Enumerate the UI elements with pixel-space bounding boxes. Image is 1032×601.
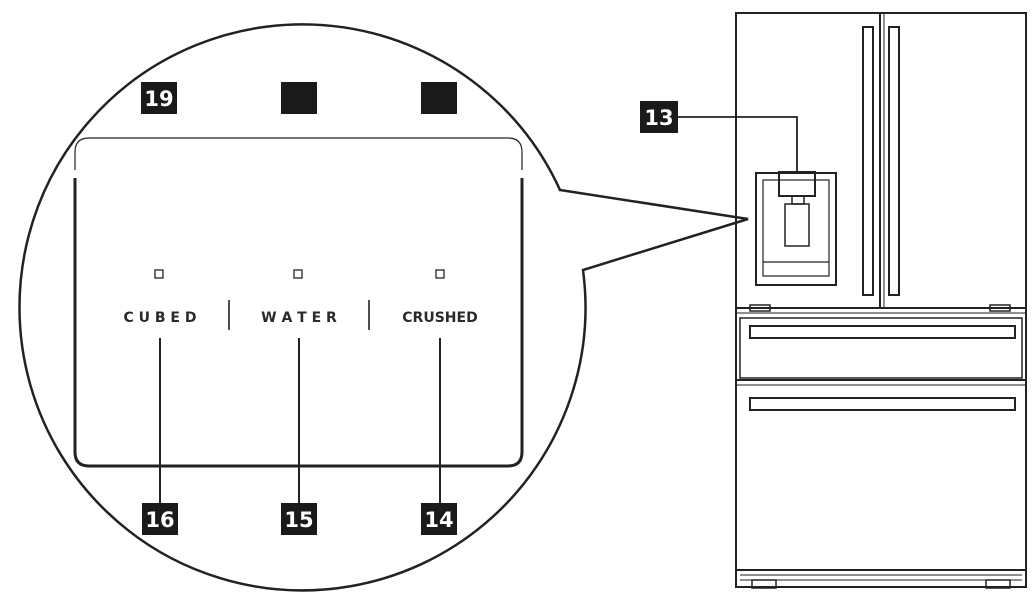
- cubed-indicator-light: [154, 269, 164, 279]
- svg-text:16: 16: [145, 508, 174, 532]
- callout-13: 13: [640, 101, 678, 133]
- callout-15: 15: [281, 503, 317, 535]
- svg-text:13: 13: [644, 106, 673, 130]
- magnifier-outline: [18, 23, 749, 592]
- water-button-label[interactable]: W A T E R: [261, 310, 337, 326]
- callout-19: 19: [141, 82, 177, 114]
- refrigerator: [678, 12, 1027, 589]
- callout-water-top: [281, 82, 317, 114]
- freezer-drawer-handle: [749, 397, 1016, 411]
- water-indicator-light: [293, 269, 303, 279]
- left-door-handle: [862, 26, 874, 296]
- callout-16: 16: [142, 503, 178, 535]
- cubed-button-label[interactable]: C U B E D: [124, 310, 197, 326]
- leader-line: [678, 116, 798, 172]
- crushed-button-label[interactable]: CRUSHED: [402, 310, 477, 326]
- right-door-handle: [888, 26, 900, 296]
- svg-text:15: 15: [284, 508, 313, 532]
- crushed-indicator-light: [435, 269, 445, 279]
- middle-drawer-handle: [749, 325, 1016, 339]
- svg-text:14: 14: [424, 508, 453, 532]
- dispenser: [755, 171, 837, 286]
- callout-14: 14: [421, 503, 457, 535]
- callout-crushed-top: [421, 82, 457, 114]
- svg-text:19: 19: [144, 87, 173, 111]
